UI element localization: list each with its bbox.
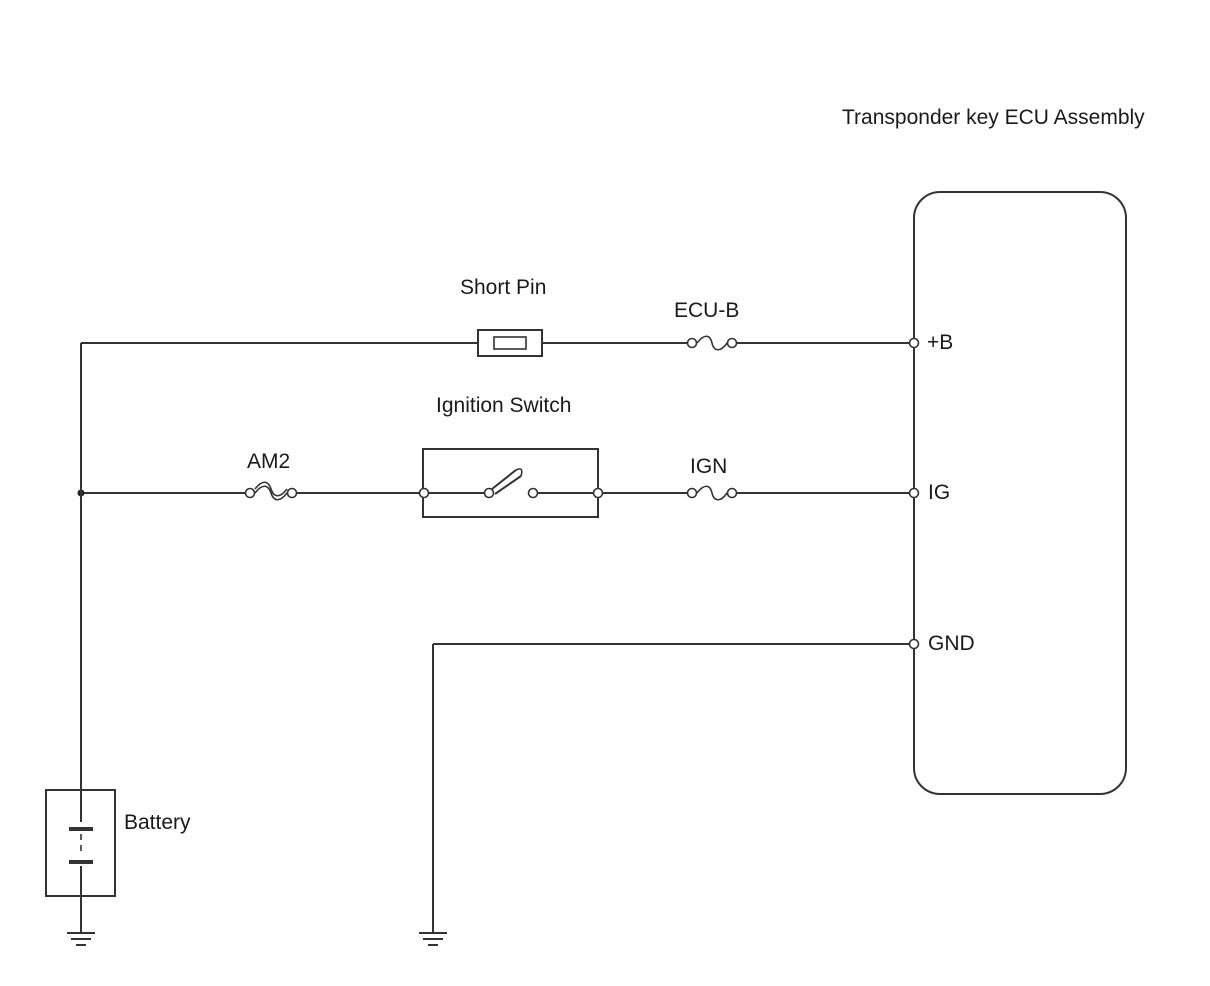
- am2-fuse: [244, 481, 298, 501]
- ground-symbol-battery: [67, 932, 95, 946]
- short-pin-label: Short Pin: [460, 276, 546, 299]
- ign-fuse: [686, 485, 738, 501]
- battery: [45, 789, 116, 932]
- pin-ig-label: IG: [928, 481, 950, 504]
- short-pin: [477, 329, 543, 357]
- pin-gnd-terminal: [908, 638, 920, 650]
- ignition-switch: [418, 448, 604, 518]
- pin-plus-b-terminal: [908, 337, 920, 349]
- pin-ig-terminal: [908, 487, 920, 499]
- ign-label: IGN: [690, 455, 727, 478]
- ecu-b-fuse: [686, 335, 738, 351]
- ignition-switch-label: Ignition Switch: [436, 394, 571, 417]
- am2-label: AM2: [247, 450, 290, 473]
- ground-symbol-gnd: [419, 932, 447, 946]
- pin-plus-b-label: +B: [927, 331, 953, 354]
- ecu-title: Transponder key ECU Assembly: [842, 106, 1145, 129]
- ecu-b-label: ECU-B: [674, 299, 739, 322]
- gnd-circuit: [432, 643, 910, 932]
- pin-gnd-label: GND: [928, 632, 975, 655]
- battery-label: Battery: [124, 811, 191, 834]
